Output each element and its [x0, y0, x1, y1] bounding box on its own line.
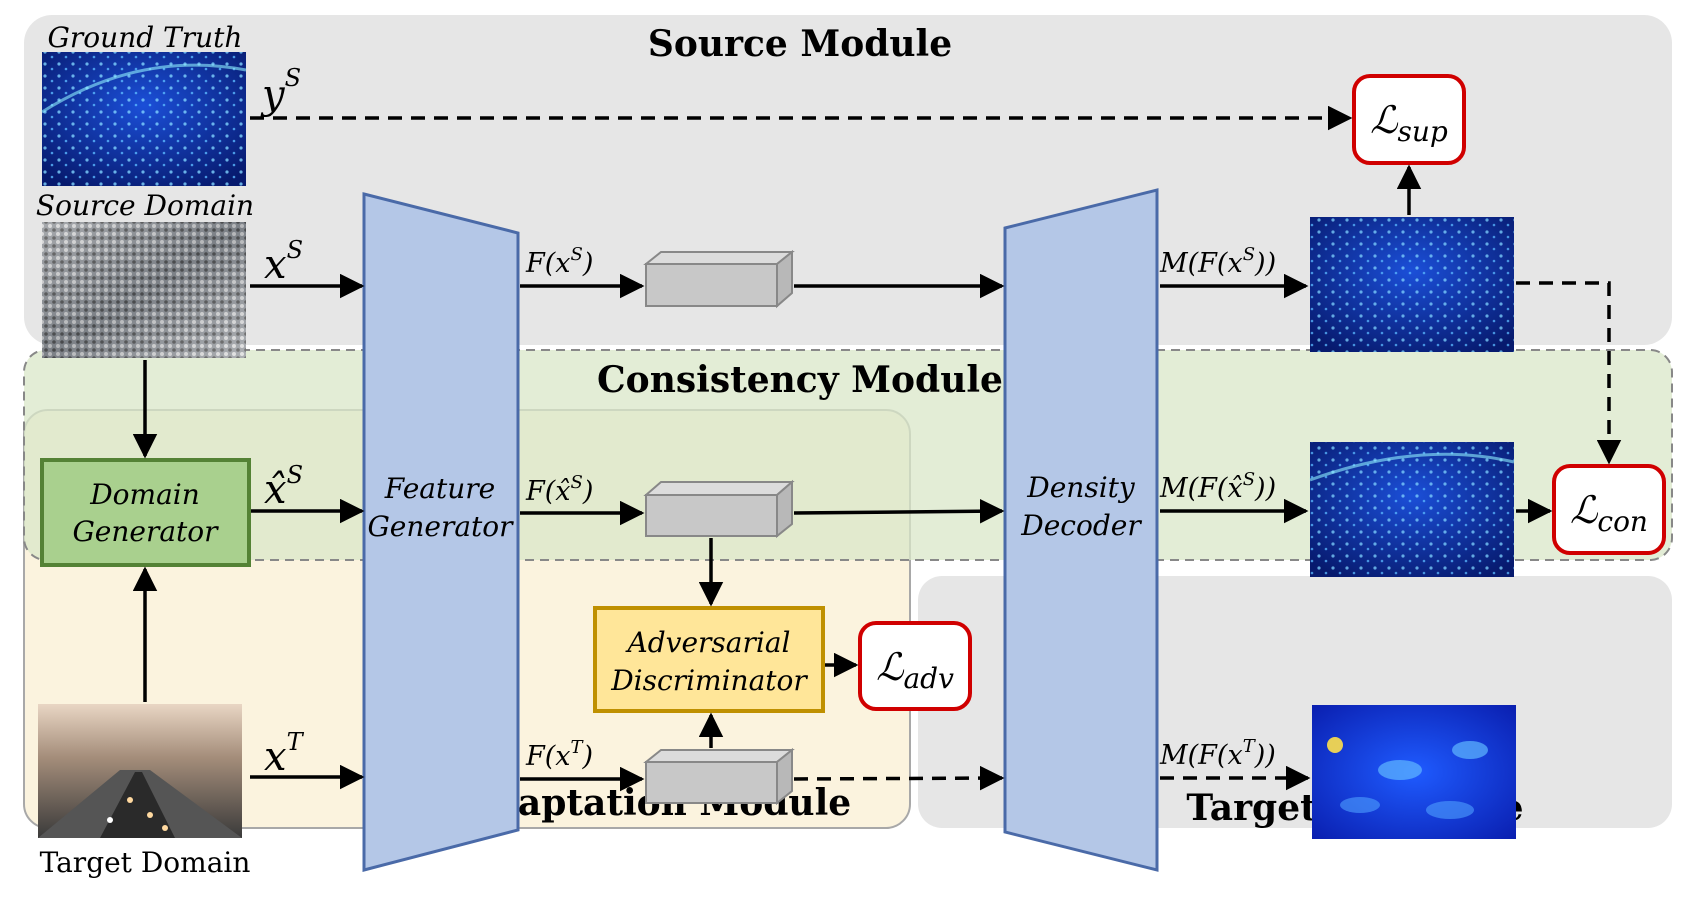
label-m-f-xhat-s: M(F(x̂S))	[1159, 469, 1276, 504]
loss-adv-box: ℒadv	[858, 621, 972, 711]
label-xhat-s: x̂S	[264, 461, 303, 513]
loss-adv-subscript: adv	[903, 662, 954, 695]
ground-truth-caption: Ground Truth	[48, 21, 243, 54]
label-f-xt: F(xT)	[525, 737, 593, 772]
arrows	[132, 105, 1622, 792]
loss-con-symbol: ℒ	[1570, 488, 1599, 532]
label-f-xs: F(xS)	[525, 244, 593, 279]
loss-adv-symbol: ℒ	[876, 645, 905, 689]
svg-text:ℒadv: ℒadv	[876, 645, 954, 695]
domain-generator-label-line1: Domain	[89, 478, 200, 511]
feature-cuboid-target	[643, 747, 795, 806]
domain-generator-block: Domain Generator	[40, 458, 251, 567]
target-domain-caption: Target Domain	[40, 846, 251, 879]
feature-generator-block: Feature Generator	[362, 192, 520, 872]
label-ys: yS	[260, 64, 301, 118]
arrow-map-source-to-lcon	[1516, 281, 1622, 465]
adversarial-discriminator-block: Adversarial Discriminator	[593, 606, 825, 713]
density-decoder-block: Density Decoder	[1003, 188, 1159, 872]
label-m-f-xt: M(F(xT))	[1159, 736, 1276, 771]
density-map-generated	[1309, 442, 1515, 577]
label-f-xhat-s: F(x̂S)	[525, 472, 593, 507]
loss-sup-box: ℒsup	[1352, 74, 1466, 165]
svg-text:ℒcon: ℒcon	[1570, 488, 1648, 538]
arrow-cuboid-target-to-decoder	[793, 765, 1005, 791]
label-xs: xS	[264, 236, 303, 288]
density-decoder-label-line2: Decoder	[1020, 509, 1142, 542]
density-map-target	[1312, 705, 1516, 839]
svg-text:ℒsup: ℒsup	[1370, 98, 1448, 148]
arrow-cuboid-generated-to-decoder	[793, 498, 1005, 524]
domain-generator-label-line2: Generator	[72, 515, 219, 548]
loss-con-subscript: con	[1597, 505, 1648, 538]
feature-cuboid-source	[643, 249, 795, 309]
adversarial-discriminator-label-line2: Discriminator	[610, 664, 808, 697]
source-domain-image	[42, 222, 246, 358]
loss-sup-subscript: sup	[1398, 115, 1448, 148]
density-decoder-label-line1: Density	[1026, 471, 1136, 504]
consistency-module-title: Consistency Module	[597, 359, 1003, 401]
feature-generator-label-line1: Feature	[384, 472, 495, 505]
source-domain-caption: Source Domain	[36, 189, 254, 222]
target-domain-image	[38, 704, 242, 838]
feature-cuboid-generated	[643, 479, 795, 539]
source-module-title: Source Module	[648, 23, 952, 65]
ground-truth-image	[41, 52, 247, 186]
label-m-f-xs: M(F(xS))	[1159, 244, 1276, 279]
loss-con-box: ℒcon	[1552, 464, 1666, 555]
density-map-source	[1310, 217, 1514, 352]
loss-sup-symbol: ℒ	[1370, 98, 1399, 142]
adversarial-discriminator-label-line1: Adversarial	[625, 626, 791, 659]
label-xt: xT	[264, 728, 305, 780]
feature-generator-label-line2: Generator	[367, 510, 514, 543]
